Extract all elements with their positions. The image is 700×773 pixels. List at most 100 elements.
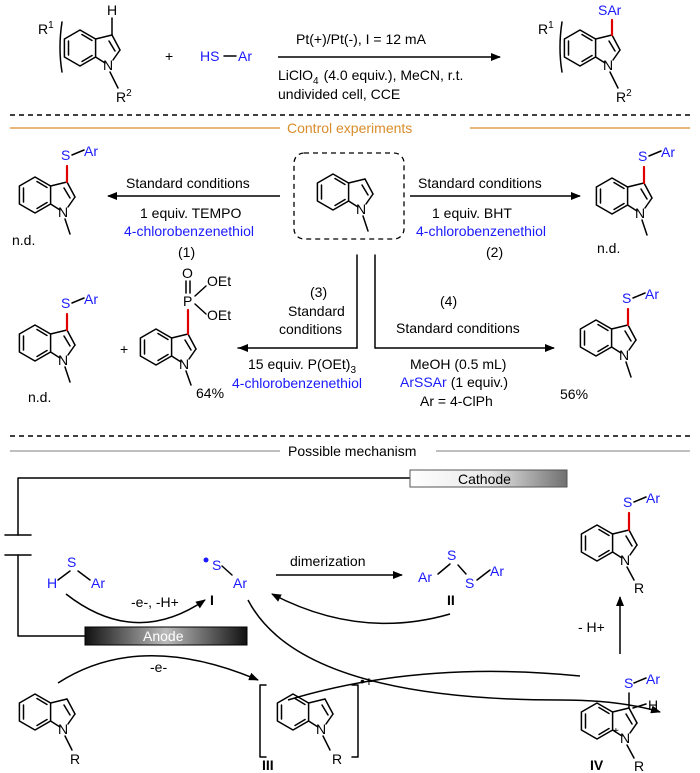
exp2-product: S Ar N n.d. (595, 144, 675, 256)
exp4-number: (4) (440, 293, 457, 309)
svg-text:O: O (182, 265, 193, 281)
conditions-line-3: undivided cell, CCE (278, 86, 400, 102)
exp4-yield: 56% (560, 386, 588, 402)
intermediate-label-IV: IV (590, 757, 604, 773)
c3-hydrogen: H (107, 2, 117, 18)
cathode-return-arrow (271, 593, 451, 625)
cathode-label: Cathode (458, 471, 511, 487)
dimerization-label: dimerization (290, 553, 365, 569)
svg-text:Ar: Ar (91, 575, 105, 591)
exp3-line3: 15 equiv. P(OEt)3 (248, 356, 356, 376)
exp1-line3: 4-chlorobenzenethiol (124, 223, 254, 239)
exp3-number: (3) (310, 284, 327, 300)
anode-electrode (84, 626, 248, 646)
svg-text:S: S (67, 554, 76, 570)
svg-text:N: N (179, 356, 189, 372)
exp4-product: S Ar N 56% (560, 286, 659, 402)
r1-bracket (59, 21, 63, 73)
exp1-yield: n.d. (12, 232, 35, 248)
svg-text:R: R (634, 758, 644, 773)
svg-text:N: N (356, 201, 366, 217)
disulfide: Ar S S Ar II (418, 547, 504, 608)
svg-text:Ar: Ar (646, 490, 660, 506)
svg-text:S: S (622, 290, 631, 306)
conditions-line-1: Pt(+)/Pt(-), I = 12 mA (296, 31, 427, 47)
exp3-line4: 4-chlorobenzenethiol (232, 375, 362, 391)
r1-label: R1 (38, 20, 54, 37)
intermediate-IV: S Ar H N + R IV (580, 671, 660, 773)
svg-text:S: S (465, 575, 474, 591)
exp4-line1: Standard conditions (396, 320, 520, 336)
svg-text:Ar: Ar (84, 291, 98, 307)
exp2-line2: 1 equiv. BHT (432, 205, 512, 221)
product-r1: R1 (538, 20, 554, 37)
svg-text:N: N (620, 552, 630, 568)
circuit-bottom-wire (17, 554, 86, 637)
thiol-hs: HS (200, 48, 219, 64)
product-n: N (603, 57, 613, 73)
svg-text:Ar: Ar (418, 569, 432, 585)
svg-text:Ar: Ar (490, 563, 504, 579)
deprotonation-label: - H+ (578, 619, 605, 635)
product-r2: R2 (616, 88, 632, 105)
exp3-plus: + (120, 341, 128, 357)
exp3-product-phosphonate: P O OEt OEt N 64% (139, 265, 231, 401)
mech-indole: N R (18, 693, 80, 767)
svg-text:Ar: Ar (84, 143, 98, 159)
svg-text:Ar: Ar (233, 575, 247, 591)
step1-label: -e-, -H+ (131, 594, 179, 610)
oxidation-arrow-indole (57, 655, 259, 684)
exp2-line3: 4-chlorobenzenethiol (416, 223, 546, 239)
thiyl-radical: S Ar I (203, 557, 247, 608)
svg-text:R: R (634, 580, 644, 596)
svg-text:Ar: Ar (646, 671, 660, 687)
svg-text:OEt: OEt (207, 307, 231, 323)
circuit-top-wire (17, 477, 411, 536)
exp1-number: (1) (178, 244, 195, 260)
svg-text:S: S (212, 557, 221, 573)
svg-text:S: S (638, 148, 647, 164)
cation-label-III: III (262, 757, 274, 773)
svg-text:OEt: OEt (207, 273, 231, 289)
svg-text:N: N (635, 205, 645, 221)
radical-cation-path (287, 670, 581, 701)
exp2-line1: Standard conditions (418, 175, 542, 191)
exp3-prod2-yield: 64% (196, 385, 224, 401)
svg-text:S: S (624, 675, 633, 691)
exp2-yield: n.d. (597, 240, 620, 256)
svg-text:S: S (61, 147, 70, 163)
svg-text:N: N (58, 204, 68, 220)
exp4-line3: ArSSAr(1 equiv.) (400, 374, 508, 390)
radical-addition-arrow (247, 599, 661, 714)
exp3-line2: conditions (279, 321, 342, 337)
svg-text:S: S (623, 494, 632, 510)
svg-text:R: R (332, 751, 342, 767)
thiol-ar: Ar (238, 48, 252, 64)
r2-label: R2 (116, 88, 132, 105)
n-label: N (103, 57, 113, 73)
exp3-product-thioether: S Ar N n.d. (18, 291, 98, 405)
exp1-product: S Ar N n.d. (12, 143, 98, 248)
exp1-line1: Standard conditions (126, 175, 250, 191)
plus-sign: + (165, 48, 173, 64)
svg-text:N: N (619, 347, 629, 363)
exp4-line2: MeOH (0.5 mL) (410, 356, 506, 372)
mech-final-product: S Ar N R (580, 490, 660, 596)
exp2-number: (2) (486, 244, 503, 260)
svg-text:R: R (70, 751, 80, 767)
svg-text:Ar: Ar (645, 286, 659, 302)
svg-text:N: N (316, 721, 326, 737)
control-header: Control experiments (287, 120, 412, 136)
svg-text:Ar: Ar (661, 144, 675, 160)
start-material-box (293, 152, 405, 240)
svg-text:N: N (620, 730, 630, 746)
svg-text:H: H (47, 575, 57, 591)
svg-text:P: P (183, 293, 192, 309)
svg-text:+: + (613, 726, 619, 737)
conditions-line-2: LiClO4(4.0 equiv.), MeCN, r.t. (278, 67, 463, 87)
product-sar: SAr (598, 2, 622, 18)
exp3-line1: Standard (288, 303, 345, 319)
step2-label: -e- (150, 659, 167, 675)
disulfide-label-II: II (447, 592, 455, 608)
